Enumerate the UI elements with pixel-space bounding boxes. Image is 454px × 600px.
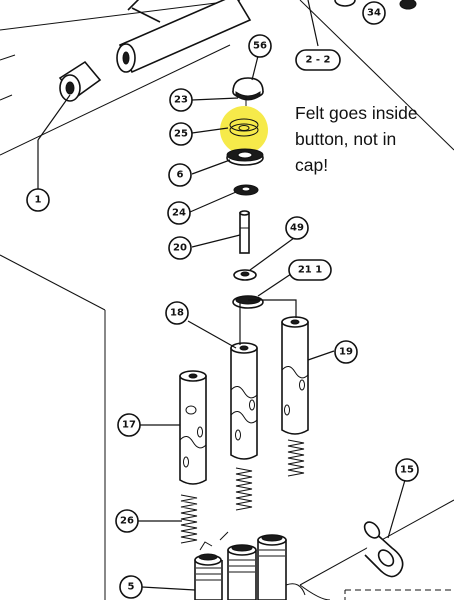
svg-text:17: 17: [122, 420, 136, 431]
note-line-2: button, not in: [295, 129, 397, 149]
svg-text:20: 20: [173, 243, 187, 254]
svg-text:26: 26: [120, 516, 134, 527]
callout-49: 49: [285, 216, 309, 240]
callout-15: 15: [395, 458, 419, 482]
part-24-spring-washer: [233, 184, 259, 196]
spring-right: [287, 439, 305, 477]
felt-annotation-note: Felt goes inside button, not in cap!: [295, 100, 454, 178]
svg-text:19: 19: [339, 347, 353, 358]
callout-6: 6: [168, 163, 192, 187]
svg-text:18: 18: [170, 308, 184, 319]
svg-text:24: 24: [172, 208, 186, 219]
part-5-cylinders: [194, 531, 306, 600]
callout-25: 25: [169, 122, 193, 146]
part-19-valve: [281, 316, 309, 435]
callout-2-2: 2 - 2: [295, 49, 341, 71]
callout-19: 19: [334, 340, 358, 364]
svg-text:5: 5: [128, 582, 135, 593]
svg-text:1: 1: [35, 195, 42, 206]
callout-18: 18: [165, 301, 189, 325]
part-25-felt: [220, 106, 268, 154]
part-17-valve: [179, 370, 207, 485]
part-21-1-plate: [232, 295, 264, 309]
callout-56: 56: [248, 34, 272, 58]
callout-21-1: 21 1: [288, 259, 332, 281]
svg-text:49: 49: [290, 223, 304, 234]
spring-center: [235, 467, 253, 511]
svg-text:21 1: 21 1: [298, 265, 322, 276]
note-line-1: Felt goes inside: [295, 103, 418, 123]
svg-text:2 - 2: 2 - 2: [305, 55, 330, 66]
svg-text:25: 25: [174, 129, 188, 140]
part-6-washer: [226, 148, 264, 166]
part-49-ring: [233, 269, 257, 281]
callout-34: 34: [334, 0, 417, 25]
callout-17: 17: [117, 413, 141, 437]
part-15-hook: [363, 521, 404, 578]
svg-text:56: 56: [253, 41, 267, 52]
svg-text:23: 23: [174, 95, 188, 106]
svg-text:15: 15: [400, 465, 414, 476]
callout-26: 26: [115, 509, 139, 533]
callout-20: 20: [168, 236, 192, 260]
callout-5: 5: [119, 575, 143, 599]
part-26-spring: [180, 494, 198, 544]
part-20-pin: [239, 210, 250, 254]
part-18-valve: [230, 342, 258, 460]
part-56-button-cap: [232, 77, 264, 106]
callout-23: 23: [169, 88, 193, 112]
svg-text:34: 34: [367, 8, 381, 19]
leader-lines: [37, 0, 406, 591]
callout-1: 1: [26, 188, 50, 212]
note-line-3: cap!: [295, 155, 329, 175]
svg-text:6: 6: [177, 170, 184, 181]
callout-24: 24: [167, 201, 191, 225]
